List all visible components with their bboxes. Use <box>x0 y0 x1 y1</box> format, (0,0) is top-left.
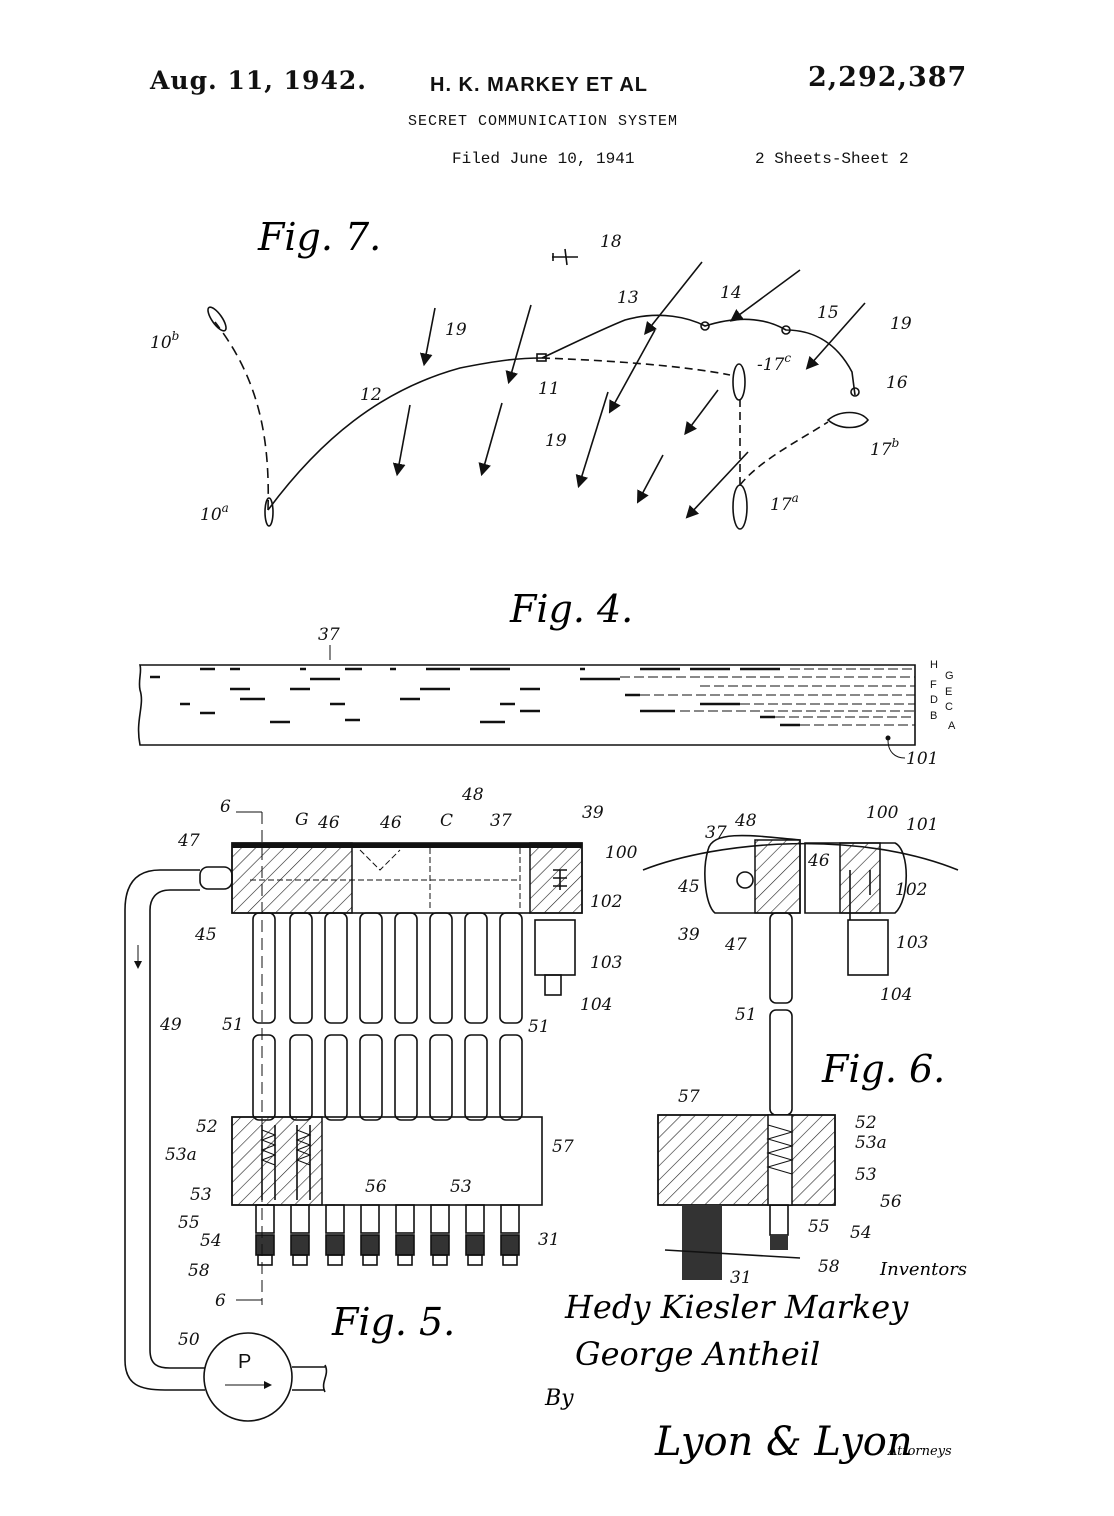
svg-text:45: 45 <box>677 877 700 897</box>
svg-text:31: 31 <box>730 1268 752 1288</box>
inventors-label: Inventors <box>879 1259 967 1280</box>
svg-text:D: D <box>930 694 938 706</box>
attorneys-label: Attorneys <box>887 1444 952 1459</box>
svg-text:101: 101 <box>906 749 938 769</box>
svg-text:37: 37 <box>490 811 512 831</box>
svg-text:51: 51 <box>222 1015 244 1035</box>
sheet-count: 2 Sheets-Sheet 2 <box>755 150 909 168</box>
svg-text:52: 52 <box>196 1117 218 1137</box>
svg-text:46: 46 <box>807 851 830 871</box>
svg-text:53a: 53a <box>165 1145 197 1165</box>
svg-text:104: 104 <box>580 995 612 1015</box>
svg-text:6: 6 <box>220 797 231 817</box>
svg-text:51: 51 <box>735 1005 757 1025</box>
svg-text:14: 14 <box>720 283 742 303</box>
svg-text:G: G <box>295 810 309 830</box>
aircraft-icon <box>552 248 578 266</box>
attorney-signature: Lyon & Lyon <box>654 1419 913 1465</box>
filed-date: Filed June 10, 1941 <box>452 150 635 168</box>
svg-text:10b: 10b <box>150 329 179 353</box>
svg-text:102: 102 <box>590 892 622 912</box>
svg-text:46: 46 <box>317 813 340 833</box>
svg-text:H: H <box>930 659 938 671</box>
svg-text:101: 101 <box>906 815 938 835</box>
svg-text:103: 103 <box>896 933 928 953</box>
figure-7: Fig. 7. <box>150 215 912 530</box>
svg-text:100: 100 <box>866 803 899 823</box>
svg-text:57: 57 <box>552 1137 574 1157</box>
fig7-caption: Fig. 7. <box>257 215 381 259</box>
svg-text:58: 58 <box>188 1261 210 1281</box>
svg-text:31: 31 <box>538 1230 560 1250</box>
svg-text:C: C <box>440 811 453 831</box>
svg-text:17b: 17b <box>870 436 899 460</box>
svg-text:57: 57 <box>678 1087 700 1107</box>
svg-text:53: 53 <box>190 1185 212 1205</box>
svg-text:54: 54 <box>850 1223 872 1243</box>
svg-text:37: 37 <box>318 625 340 645</box>
svg-text:12: 12 <box>360 385 382 405</box>
svg-text:11: 11 <box>538 379 560 399</box>
fig4-caption: Fig. 4. <box>509 587 633 631</box>
fig5-caption: Fig. 5. <box>331 1300 455 1344</box>
fig6-caption: Fig. 6. <box>821 1047 945 1091</box>
svg-text:19: 19 <box>545 431 567 451</box>
svg-text:A: A <box>948 720 956 732</box>
svg-text:52: 52 <box>855 1113 877 1133</box>
figure-5: P 6 G 46 46 48 C 37 39 47 100 45 102 103… <box>124 785 638 1422</box>
svg-text:B: B <box>930 710 937 722</box>
inventor-name: H. K. MARKEY ET AL <box>430 74 649 96</box>
svg-text:-17c: -17c <box>757 351 791 375</box>
svg-text:56: 56 <box>880 1192 902 1212</box>
svg-text:E: E <box>945 686 952 698</box>
svg-text:15: 15 <box>817 303 839 323</box>
svg-text:17a: 17a <box>770 491 799 515</box>
svg-text:50: 50 <box>178 1330 200 1350</box>
svg-text:46: 46 <box>379 813 402 833</box>
by-label: By <box>544 1386 574 1411</box>
svg-text:51: 51 <box>528 1017 550 1037</box>
svg-text:F: F <box>930 679 937 691</box>
svg-text:102: 102 <box>895 880 927 900</box>
svg-text:100: 100 <box>605 843 638 863</box>
inventor-signature-2: George Antheil <box>575 1335 820 1373</box>
svg-text:13: 13 <box>617 288 639 308</box>
svg-text:19: 19 <box>890 314 912 334</box>
svg-text:47: 47 <box>724 935 747 955</box>
inventor-signature-1: Hedy Kiesler Markey <box>564 1288 909 1326</box>
svg-text:39: 39 <box>582 803 604 823</box>
svg-text:47: 47 <box>177 831 200 851</box>
svg-text:53a: 53a <box>855 1133 887 1153</box>
svg-text:56: 56 <box>365 1177 387 1197</box>
svg-text:54: 54 <box>200 1231 222 1251</box>
signature-block: Inventors Hedy Kiesler Markey George Ant… <box>544 1259 967 1465</box>
svg-text:45: 45 <box>194 925 217 945</box>
patent-number: 2,292,387 <box>808 62 968 93</box>
patent-date: Aug. 11, 1942. <box>150 66 367 95</box>
svg-text:19: 19 <box>445 320 467 340</box>
svg-text:G: G <box>945 670 954 682</box>
figure-6: 37 48 100 101 45 46 102 39 47 103 104 51… <box>642 803 959 1288</box>
svg-text:C: C <box>945 701 953 713</box>
svg-text:48: 48 <box>461 785 484 805</box>
svg-text:53: 53 <box>450 1177 472 1197</box>
figure-4: Fig. 4. 37 H G F E D <box>137 587 956 769</box>
svg-text:55: 55 <box>808 1217 830 1237</box>
svg-text:10a: 10a <box>200 501 229 525</box>
svg-text:18: 18 <box>600 232 622 252</box>
svg-text:16: 16 <box>886 373 908 393</box>
svg-text:53: 53 <box>855 1165 877 1185</box>
svg-text:P: P <box>238 1351 251 1373</box>
svg-text:6: 6 <box>215 1291 226 1311</box>
svg-text:39: 39 <box>678 925 700 945</box>
svg-text:104: 104 <box>880 985 912 1005</box>
svg-text:37: 37 <box>705 823 727 843</box>
svg-text:48: 48 <box>734 811 757 831</box>
svg-text:49: 49 <box>159 1015 182 1035</box>
svg-text:103: 103 <box>590 953 622 973</box>
svg-text:55: 55 <box>178 1213 200 1233</box>
patent-title: SECRET COMMUNICATION SYSTEM <box>408 113 679 130</box>
svg-text:58: 58 <box>818 1257 840 1277</box>
